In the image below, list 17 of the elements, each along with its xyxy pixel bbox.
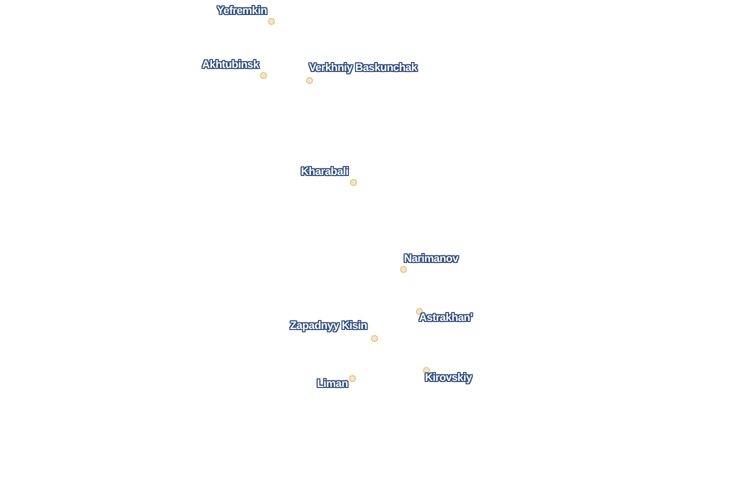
city-label: Narimanov — [404, 253, 458, 266]
city-marker — [400, 266, 406, 272]
city-label: Kirovskiy — [425, 372, 472, 385]
city-label: Yefremkin — [217, 5, 267, 18]
city-marker — [260, 72, 266, 78]
city-label: Verkhniy Baskunchak — [309, 62, 418, 75]
city-marker — [306, 76, 312, 84]
city-marker — [268, 18, 274, 24]
city-marker — [350, 178, 356, 186]
city-label: Zapadnyy Kisin — [290, 320, 368, 333]
city-marker — [348, 374, 356, 382]
city-label: Astrakhan' — [419, 312, 472, 325]
city-label: Akhtubinsk — [202, 59, 259, 72]
city-marker — [422, 366, 430, 374]
city-label: Kharabali — [301, 166, 348, 179]
city-marker — [370, 334, 378, 342]
city-label: Liman — [317, 378, 348, 391]
